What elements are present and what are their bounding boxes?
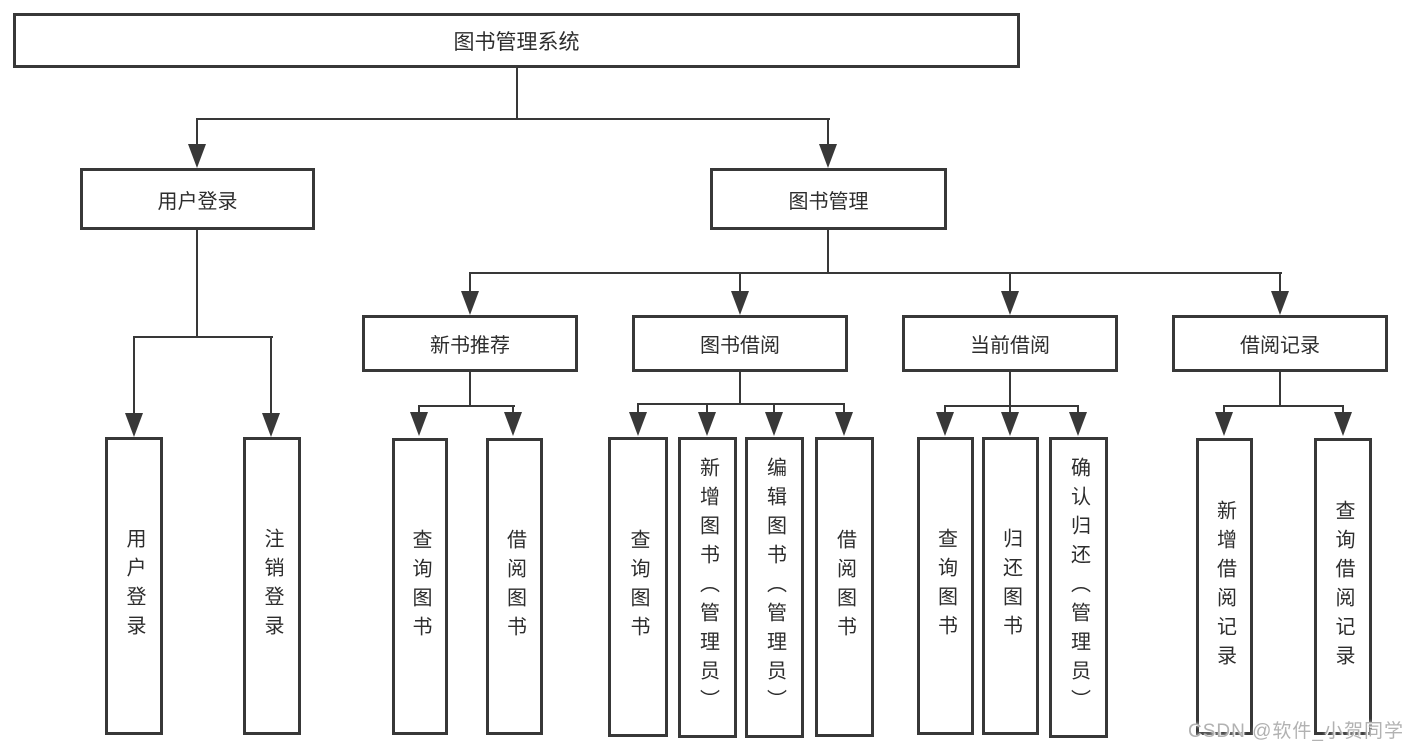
arrowhead-login	[188, 144, 206, 168]
leaf-recommend-query-books-label: 查询图书	[409, 528, 431, 645]
node-root-label: 图书管理系统	[453, 30, 580, 54]
arrowhead-current	[1001, 291, 1019, 315]
leaf-borrowing-edit-books-admin-label: 编辑图书（管理员）	[763, 457, 786, 718]
connector-root-hline	[196, 118, 830, 120]
leaf-borrowing-query-books: 查询图书	[608, 437, 668, 737]
arrowhead-borrowing	[731, 291, 749, 315]
connector-borrowing-hline	[637, 403, 845, 405]
arrowhead-records-leaf2	[1334, 412, 1352, 436]
connector-current-leaf2-drop	[1009, 405, 1011, 414]
connector-records-drop	[1279, 272, 1281, 293]
connector-records-leaf1-drop	[1223, 405, 1225, 414]
leaf-borrowing-borrow-books-label: 借阅图书	[833, 529, 856, 645]
connector-records-stem	[1279, 372, 1281, 407]
connector-login-stem	[196, 230, 198, 338]
connector-management-drop	[827, 118, 829, 148]
connector-records-hline	[1223, 405, 1344, 407]
leaf-borrowing-borrow-books: 借阅图书	[815, 437, 874, 737]
connector-root-stem	[516, 68, 518, 120]
arrowhead-current-leaf1	[936, 412, 954, 436]
leaf-records-query-record-label: 查询借阅记录	[1332, 499, 1354, 674]
leaf-records-add-record: 新增借阅记录	[1196, 438, 1253, 735]
arrowhead-recommend-leaf2	[504, 412, 522, 436]
node-borrowing-records-label: 借阅记录	[1240, 335, 1320, 357]
node-root: 图书管理系统	[13, 13, 1020, 68]
leaf-recommend-borrow-books-label: 借阅图书	[503, 528, 526, 645]
arrowhead-borrowing-leaf4	[835, 412, 853, 436]
connector-borrowing-leaf4-drop	[843, 403, 845, 414]
arrowhead-recommend-leaf1	[410, 412, 428, 436]
leaf-logout-label: 注销登录	[261, 528, 283, 644]
connector-login-hline	[133, 336, 273, 338]
arrowhead-current-leaf2	[1001, 412, 1019, 436]
arrowhead-recommend	[461, 291, 479, 315]
node-new-book-recommend-label: 新书推荐	[430, 335, 510, 357]
connector-borrowing-leaf1-drop	[637, 403, 639, 414]
csdn-watermark: CSDN @软件_小贺同学	[1188, 721, 1404, 742]
node-book-management-label: 图书管理	[788, 190, 869, 213]
leaf-logout: 注销登录	[243, 437, 301, 735]
connector-borrowing-leaf2-drop	[706, 403, 708, 414]
leaf-records-add-record-label: 新增借阅记录	[1213, 499, 1236, 674]
connector-borrowing-drop	[739, 272, 741, 293]
arrowhead-borrowing-leaf2	[698, 412, 716, 436]
leaf-user-login: 用户登录	[105, 437, 163, 735]
arrowhead-login-leaf1	[125, 413, 143, 437]
connector-current-drop	[1009, 272, 1011, 293]
leaf-borrowing-query-books-label: 查询图书	[627, 529, 649, 645]
node-current-borrowing-label: 当前借阅	[970, 335, 1050, 357]
leaf-recommend-borrow-books: 借阅图书	[486, 438, 543, 735]
arrowhead-management	[819, 144, 837, 168]
leaf-current-query-books: 查询图书	[917, 437, 974, 735]
leaf-borrowing-add-books-admin: 新增图书（管理员）	[678, 437, 737, 738]
node-user-login-label: 用户登录	[157, 190, 238, 213]
connector-current-leaf3-drop	[1077, 405, 1079, 414]
connector-current-leaf1-drop	[944, 405, 946, 414]
connector-recommend-leaf2-drop	[512, 405, 514, 414]
node-borrowing-records: 借阅记录	[1172, 315, 1388, 372]
leaf-current-confirm-return-admin: 确认归还（管理员）	[1049, 437, 1108, 738]
leaf-recommend-query-books: 查询图书	[392, 438, 448, 735]
connector-current-stem	[1009, 372, 1011, 407]
connector-login-leaf1-drop	[133, 336, 135, 415]
connector-login-leaf2-drop	[270, 336, 272, 415]
node-book-borrowing-label: 图书借阅	[700, 335, 780, 357]
arrowhead-borrowing-leaf3	[765, 412, 783, 436]
leaf-current-query-books-label: 查询图书	[934, 528, 957, 644]
connector-current-hline	[944, 405, 1079, 407]
leaf-borrowing-edit-books-admin: 编辑图书（管理员）	[745, 437, 804, 738]
node-new-book-recommend: 新书推荐	[362, 315, 578, 372]
arrowhead-current-leaf3	[1069, 412, 1087, 436]
node-user-login: 用户登录	[80, 168, 315, 230]
leaf-records-query-record: 查询借阅记录	[1314, 438, 1372, 735]
connector-recommend-leaf1-drop	[418, 405, 420, 414]
node-book-management: 图书管理	[710, 168, 947, 230]
leaf-current-return-books-label: 归还图书	[999, 528, 1022, 644]
connector-borrowing-stem	[739, 372, 741, 405]
arrowhead-login-leaf2	[262, 413, 280, 437]
arrowhead-records-leaf1	[1215, 412, 1233, 436]
connector-management-hline	[469, 272, 1282, 274]
node-current-borrowing: 当前借阅	[902, 315, 1118, 372]
connector-login-drop	[196, 118, 198, 148]
leaf-borrowing-add-books-admin-label: 新增图书（管理员）	[696, 457, 719, 718]
arrowhead-borrowing-leaf1	[629, 412, 647, 436]
leaf-user-login-label: 用户登录	[123, 528, 145, 644]
connector-borrowing-leaf3-drop	[773, 403, 775, 414]
arrowhead-records	[1271, 291, 1289, 315]
node-book-borrowing: 图书借阅	[632, 315, 848, 372]
connector-recommend-hline	[418, 405, 515, 407]
connector-recommend-drop	[469, 272, 471, 293]
leaf-current-confirm-return-admin-label: 确认归还（管理员）	[1067, 457, 1090, 718]
connector-records-leaf2-drop	[1342, 405, 1344, 414]
leaf-current-return-books: 归还图书	[982, 437, 1039, 735]
connector-recommend-stem	[469, 372, 471, 407]
connector-management-stem	[827, 230, 829, 274]
